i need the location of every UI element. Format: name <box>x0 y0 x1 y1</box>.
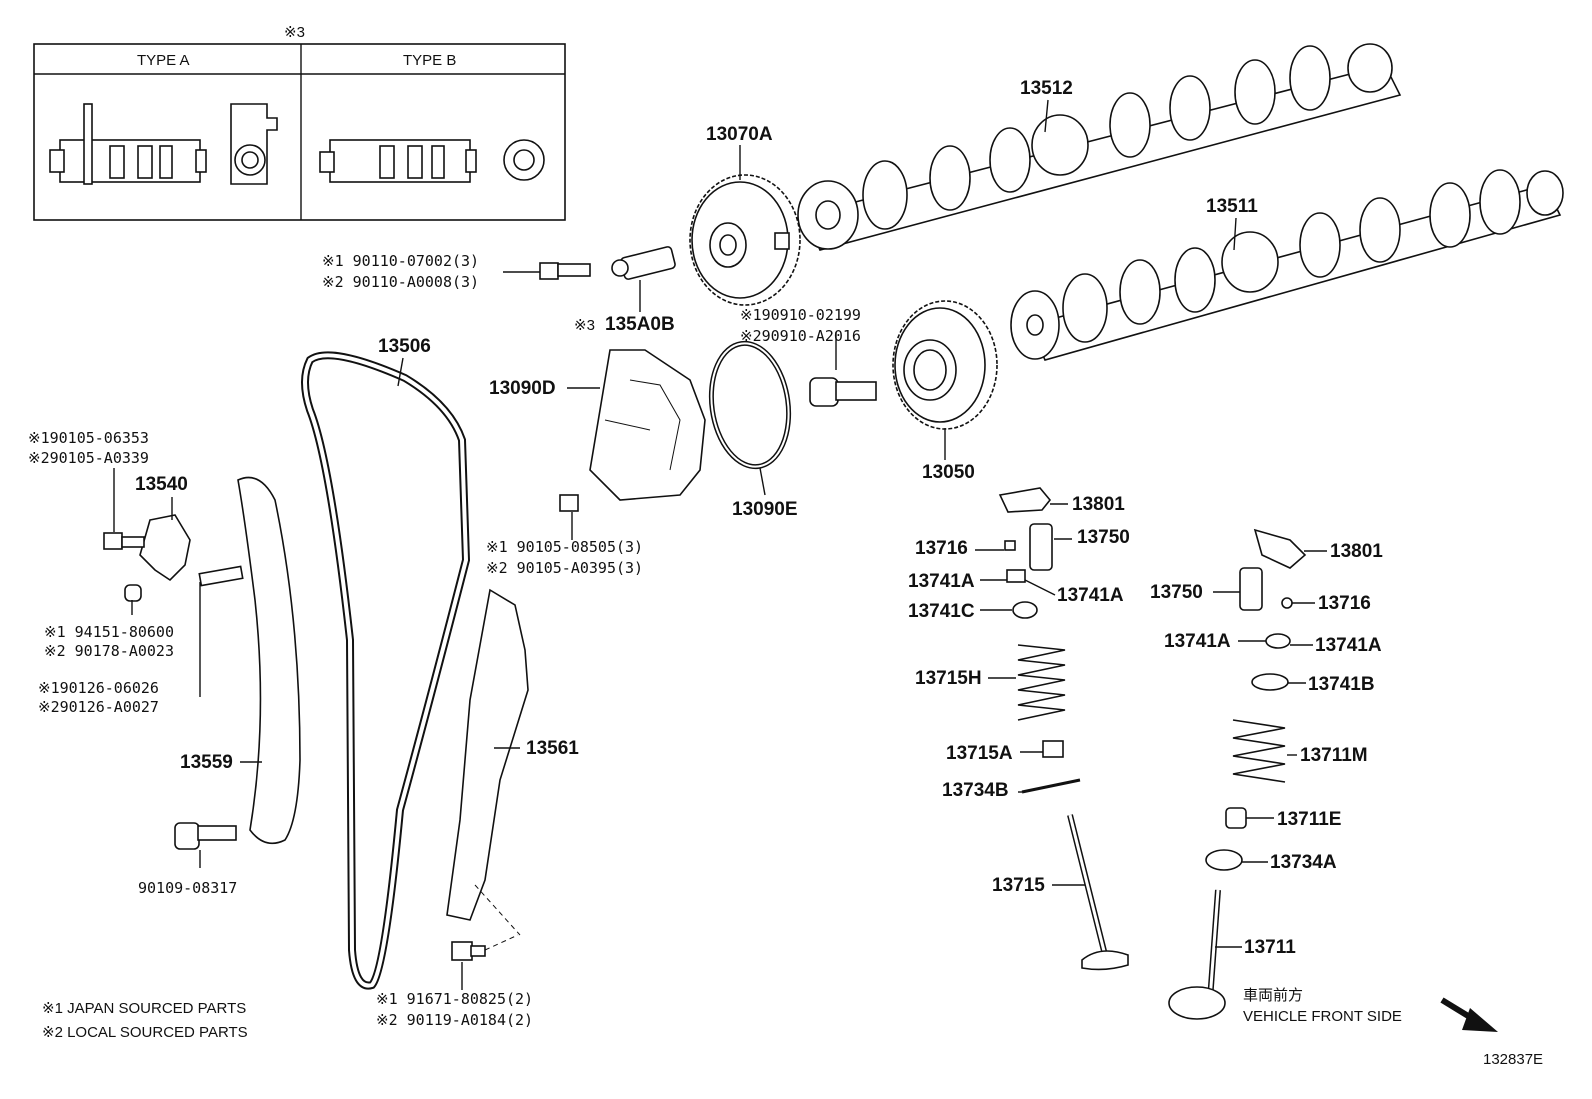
label-13715: 13715 <box>992 875 1045 896</box>
valve-pad-13716-right-drawing <box>1281 597 1293 609</box>
cam-timing-gear-13050-drawing <box>892 300 998 430</box>
label-13711m: 13711M <box>1300 745 1368 766</box>
bolt-90110-a0008: ※2 90110-A0008(3) <box>322 273 479 291</box>
seal-13715a-drawing <box>1042 740 1064 758</box>
label-13801-left: 13801 <box>1072 494 1125 515</box>
ocv-type-b-drawing <box>319 139 545 183</box>
label-13741a-1: 13741A <box>908 571 975 592</box>
label-13716-right: 13716 <box>1318 593 1371 614</box>
label-13741b: 13741B <box>1308 674 1375 695</box>
label-13559: 13559 <box>180 752 233 773</box>
label-13734b: 13734B <box>942 780 1009 801</box>
spring-13711m-drawing <box>1232 719 1286 783</box>
bolt-90105-06353: ※190105-06353 <box>28 429 149 447</box>
label-13711e: 13711E <box>1277 809 1341 830</box>
retainer-13741b-drawing <box>1251 673 1289 691</box>
inset-marker: ※3 <box>284 24 305 41</box>
camshaft-13512-drawing <box>797 43 1402 251</box>
diagram-id: 132837E <box>1483 1051 1543 1068</box>
label-13050: 13050 <box>922 462 975 483</box>
label-13741a-3: 13741A <box>1164 631 1231 652</box>
bolt-90126-a0027: ※290126-A0027 <box>38 698 159 716</box>
bolt-90126-06026: ※190126-06026 <box>38 679 159 697</box>
label-13070a: 13070A <box>706 124 773 145</box>
bolt-94151-80600: ※1 94151-80600 <box>44 623 174 641</box>
type-a-label: TYPE A <box>137 52 190 69</box>
seal-13711e-drawing <box>1225 807 1247 829</box>
label-13711: 13711 <box>1244 937 1296 958</box>
cam-timing-gear-13070a-drawing <box>689 174 801 306</box>
ocv-type-a-drawing <box>49 103 278 185</box>
label-13741c: 13741C <box>908 601 975 622</box>
keeper-13741a-right-drawing <box>1265 633 1291 649</box>
valve-pad-13716-left-drawing <box>1004 540 1016 551</box>
bolt-90109-drawing <box>174 822 237 850</box>
front-label-en: VEHICLE FRONT SIDE <box>1243 1008 1402 1025</box>
tensioner-arm-13559-drawing <box>237 476 301 845</box>
bolt-90105-a0339: ※290105-A0339 <box>28 449 149 467</box>
bolt-90105-a0395: ※2 90105-A0395(3) <box>486 559 643 577</box>
valve-13715-drawing <box>1067 814 1129 971</box>
bolt-90110-07002: ※1 90110-07002(3) <box>322 252 479 270</box>
label-13715a: 13715A <box>946 743 1013 764</box>
label-13540: 13540 <box>135 474 188 495</box>
type-inset: ※3 TYPE A TYPE B <box>33 24 566 221</box>
bolt-90910-a2016: ※290910-A2016 <box>740 327 861 345</box>
bolt-90910-drawing <box>809 377 877 407</box>
type-b-label: TYPE B <box>403 52 456 69</box>
rocker-arm-13801-left-drawing <box>998 487 1052 513</box>
label-13511: 13511 <box>1206 196 1258 217</box>
label-13741a-2: 13741A <box>1057 585 1124 606</box>
bolt-91671-80825: ※1 91671-80825(2) <box>376 990 533 1008</box>
label-135a0b: 135A0B <box>605 314 675 335</box>
gasket-13090e-drawing <box>708 340 792 470</box>
cover-13090d-drawing <box>589 349 706 501</box>
bolt-90105-08505: ※1 90105-08505(3) <box>486 538 643 556</box>
label-13090e: 13090E <box>732 499 798 520</box>
washer-13734a-drawing <box>1205 849 1243 871</box>
bolt-90105-08505-drawing <box>559 494 579 512</box>
label-13734a: 13734A <box>1270 852 1337 873</box>
leader-lines <box>113 99 1327 990</box>
label-13090d: 13090D <box>489 378 556 399</box>
camshaft-13511-drawing <box>1010 169 1564 361</box>
ocv-135a0b-drawing <box>611 246 676 280</box>
lash-adjuster-13750-right-drawing <box>1239 567 1263 611</box>
label-13741a-4: 13741A <box>1315 635 1382 656</box>
label-13506: 13506 <box>378 336 431 357</box>
label-135a0b-marker: ※3 <box>574 317 595 334</box>
label-13801-right: 13801 <box>1330 541 1383 562</box>
retainer-13741c-drawing <box>1012 601 1038 619</box>
rocker-arm-13801-right-drawing <box>1253 528 1307 569</box>
shim-13734b-drawing <box>1021 778 1081 794</box>
label-13750-right: 13750 <box>1150 582 1203 603</box>
label-13716-left: 13716 <box>915 538 968 559</box>
label-13512: 13512 <box>1020 78 1073 99</box>
label-13715h: 13715H <box>915 668 982 689</box>
keeper-13741a-left-drawing <box>1006 569 1026 583</box>
front-label-jp: 車両前方 <box>1243 987 1303 1004</box>
bolt-90910-02199: ※190910-02199 <box>740 306 861 324</box>
chain-guide-13561-drawing <box>446 588 529 936</box>
bolt-90109-08317: 90109-08317 <box>138 879 237 897</box>
bolt-90110-drawing <box>539 262 591 280</box>
legend-local-sourced: ※2 LOCAL SOURCED PARTS <box>42 1024 248 1041</box>
lash-adjuster-13750-left-drawing <box>1029 523 1053 571</box>
tensioner-13540-drawing <box>103 514 244 602</box>
bolt-90119-a0184: ※2 90119-A0184(2) <box>376 1011 533 1029</box>
bolt-91671-drawing <box>451 934 519 961</box>
valve-13711-drawing <box>1168 889 1226 1020</box>
timing-chain-13506-drawing <box>301 351 471 990</box>
label-13561: 13561 <box>526 738 579 759</box>
bolt-90178-a0023: ※2 90178-A0023 <box>44 642 174 660</box>
legend-japan-sourced: ※1 JAPAN SOURCED PARTS <box>42 1000 246 1017</box>
label-13750-left: 13750 <box>1077 527 1130 548</box>
spring-13715h-drawing <box>1017 644 1066 721</box>
front-direction-arrow-icon <box>1440 997 1498 1032</box>
